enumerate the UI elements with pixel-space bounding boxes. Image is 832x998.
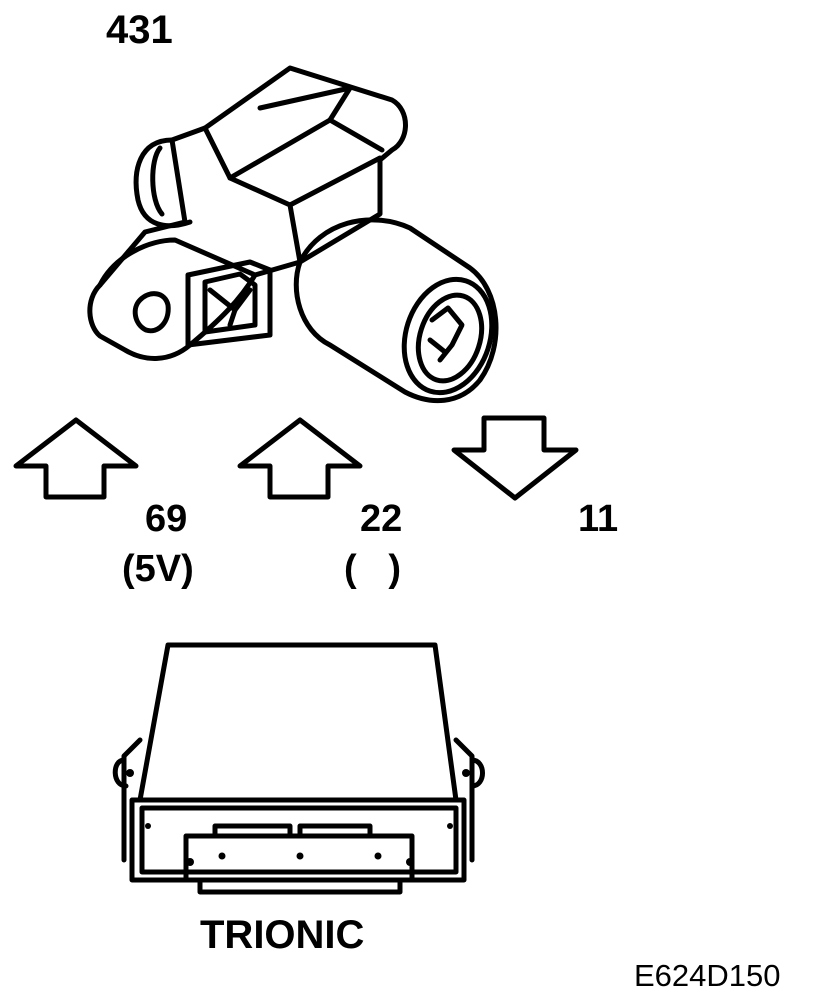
arrow-up-69 — [13, 417, 139, 500]
control-unit-name: TRIONIC — [200, 913, 365, 957]
pin-label-69: 69 — [145, 498, 188, 540]
pin-label-22: 22 — [360, 498, 403, 540]
trionic-control-unit — [112, 642, 485, 895]
pin-sub-69: (5V) — [122, 548, 194, 590]
component-number: 431 — [106, 8, 173, 52]
arrow-up-22 — [237, 417, 363, 500]
pin-label-11: 11 — [578, 498, 619, 540]
arrow-down-11 — [451, 415, 579, 501]
figure-reference: E624D150 — [634, 958, 781, 993]
pin-sub-22: ( ) — [344, 548, 401, 590]
pressure-sensor-431 — [87, 65, 499, 404]
